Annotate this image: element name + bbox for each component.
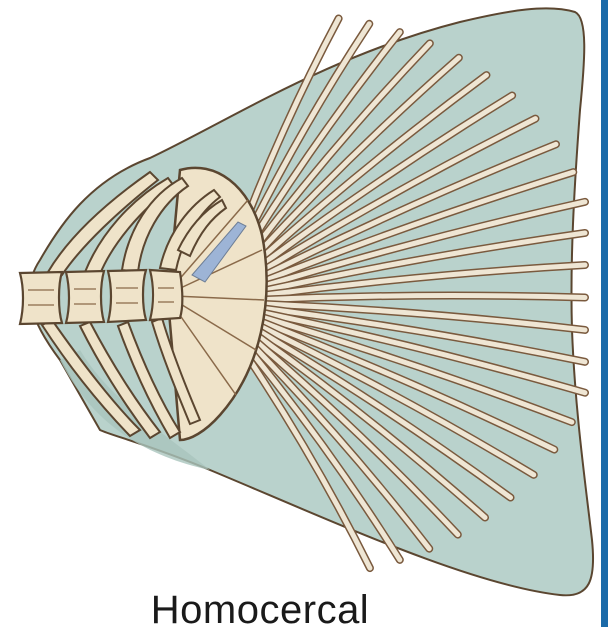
- vertebra-2: [66, 271, 104, 323]
- vertebra-3: [108, 270, 146, 322]
- frame-right-edge: [601, 0, 608, 627]
- vertebra-1: [20, 272, 62, 324]
- vertebra-4: [150, 270, 182, 320]
- vertebral-column: [20, 270, 182, 324]
- figure-caption: Homocercal: [60, 588, 460, 627]
